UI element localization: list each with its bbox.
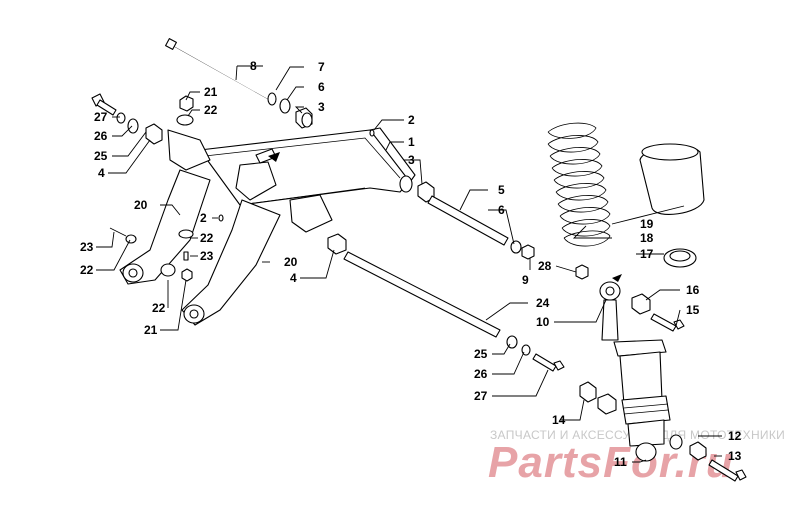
callout-22-left: 22: [80, 263, 94, 277]
callout-2-lower: 2: [200, 211, 207, 225]
callout-24: 24: [536, 296, 550, 310]
callout-5: 5: [498, 183, 505, 197]
callout-22-upper: 22: [204, 103, 218, 117]
callout-14: 14: [552, 413, 566, 427]
callout-11: 11: [614, 455, 627, 469]
left-link: [119, 169, 211, 285]
callout-3-middle: 3: [408, 153, 415, 167]
shock-hardware: [575, 264, 747, 482]
callout-21-upper: 21: [204, 85, 218, 99]
callout-18: 18: [640, 231, 654, 245]
upper-pivot-hardware: [267, 92, 313, 129]
long-bolt-part: [165, 38, 271, 101]
coil-spring: [547, 122, 611, 247]
callout-6-lower: 6: [498, 203, 505, 217]
callout-28: 28: [538, 259, 552, 273]
dust-boot: [639, 143, 705, 215]
callout-23-left: 23: [80, 240, 94, 254]
lower-shaft: [327, 233, 501, 338]
callout-13: 13: [728, 449, 742, 463]
callout-numbers: 27 26 25 4 21 22 8 7 6 3 2 1 3 20 2 22 2…: [80, 59, 742, 469]
callout-3-upper: 3: [318, 100, 325, 114]
callout-23-middle: 23: [200, 249, 214, 263]
callout-4-lower: 4: [290, 271, 297, 285]
callout-12: 12: [728, 429, 742, 443]
spring-retainer: [663, 248, 697, 268]
upper-nut-washer: [176, 95, 194, 126]
callout-25-upper: 25: [94, 149, 108, 163]
right-link: [181, 199, 281, 326]
callout-25-lower: 25: [474, 347, 488, 361]
callout-27-upper: 27: [94, 110, 108, 124]
callout-26-lower: 26: [474, 367, 488, 381]
link-hardware: [109, 227, 194, 282]
callout-22-middle: 22: [200, 231, 214, 245]
callout-16: 16: [686, 283, 700, 297]
callout-15: 15: [686, 303, 700, 317]
callout-26-upper: 26: [94, 129, 108, 143]
callout-21-lower: 21: [144, 323, 158, 337]
rear-shaft: [417, 181, 535, 260]
callout-1: 1: [408, 135, 415, 149]
front-bolt-stack: [91, 93, 163, 145]
callout-9: 9: [522, 273, 529, 287]
callout-19: 19: [640, 217, 654, 231]
callout-4-upper: 4: [98, 166, 105, 180]
lower-bolt-stack: [506, 335, 565, 372]
callout-10: 10: [536, 315, 550, 329]
callout-27-lower: 27: [474, 389, 488, 403]
callout-22-lower: 22: [152, 301, 166, 315]
leader-lines: [96, 65, 722, 463]
callout-20-left: 20: [134, 198, 148, 212]
callout-6-upper: 6: [318, 80, 325, 94]
callout-7: 7: [318, 60, 325, 74]
callout-2-upper: 2: [408, 113, 415, 127]
shock-absorber: [599, 274, 671, 462]
callout-17: 17: [640, 247, 654, 261]
callout-8: 8: [250, 59, 257, 73]
callout-20-right: 20: [284, 255, 298, 269]
swing-arm-frame: [167, 127, 416, 233]
